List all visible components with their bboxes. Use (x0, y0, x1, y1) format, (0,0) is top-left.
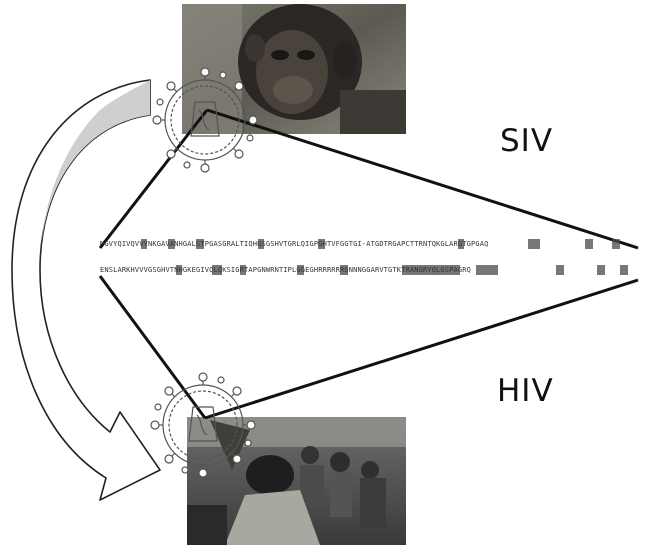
hiv-sequence: ENSLARKHVVVGSGHVTNHGKEGIVQLQKSIGRTAPGNWR… (100, 266, 471, 274)
zoom-lines (98, 108, 639, 420)
siv-label: SIV (500, 123, 554, 159)
people-photo (187, 417, 406, 545)
hiv-label: HIV (497, 373, 554, 409)
sequence-highlights (141, 239, 628, 275)
curved-arrow-icon (11, 79, 161, 501)
chimpanzee-photo (182, 4, 406, 134)
virus-particle-icon (152, 67, 258, 173)
siv-sequence: MGVYQIVQVVYNKGAVANHGALSTPGASGRALTIQHGSGS… (100, 240, 489, 248)
virus-particle-icon (150, 372, 256, 478)
